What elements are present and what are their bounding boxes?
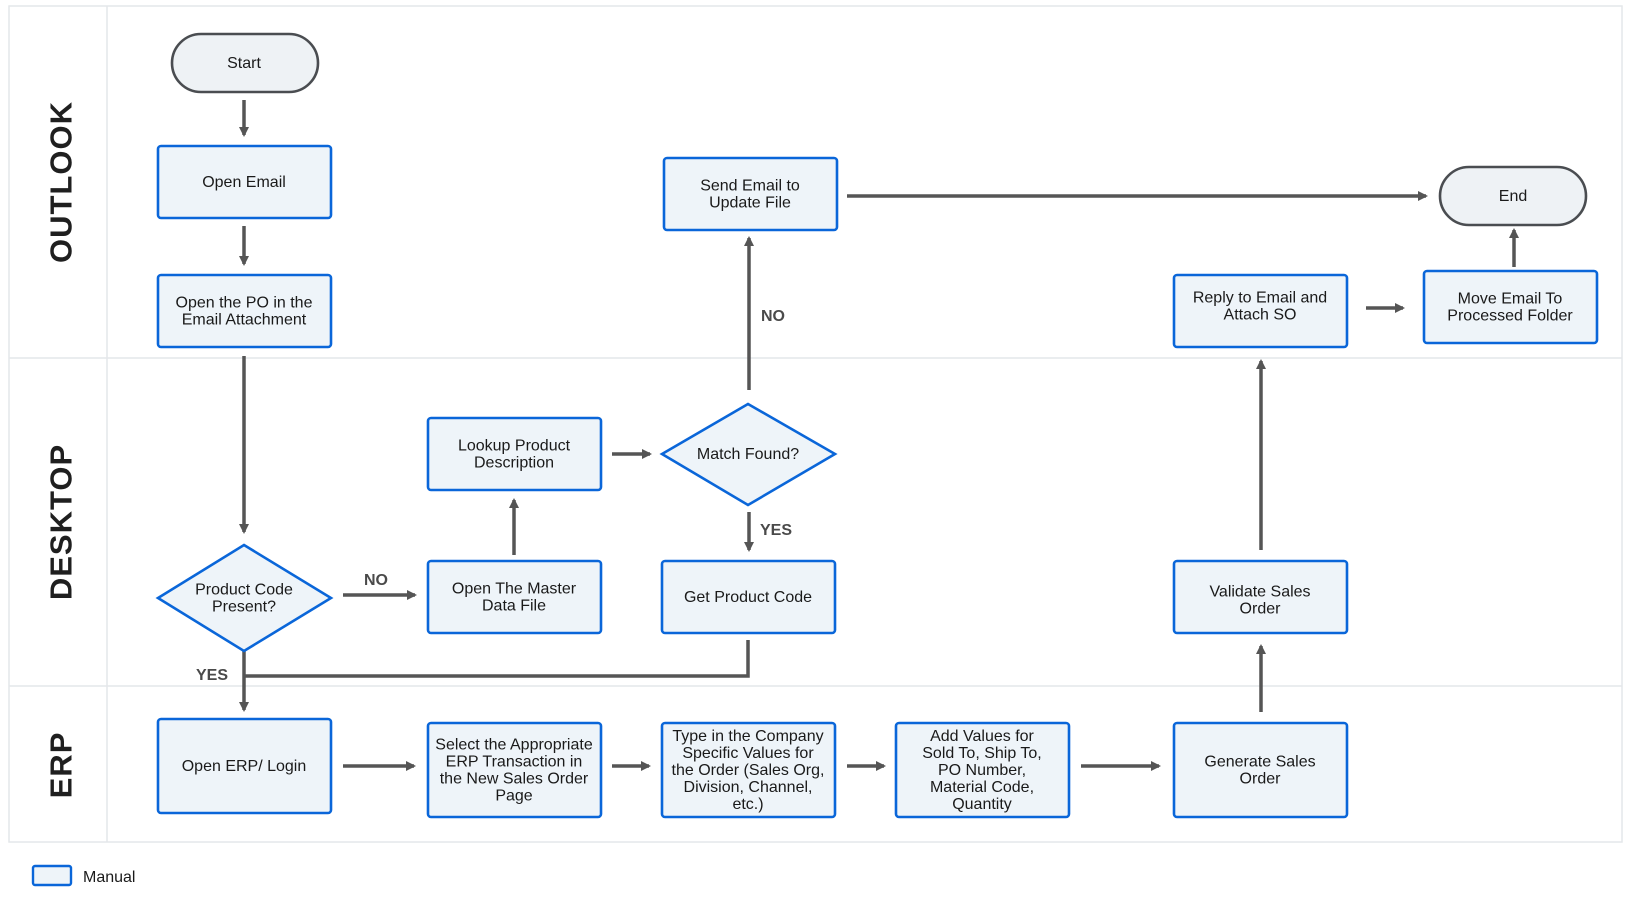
node-label-line: Validate Sales bbox=[1209, 584, 1310, 601]
connectors bbox=[239, 100, 1519, 771]
node-label-line: Open ERP/ Login bbox=[182, 758, 307, 775]
node-label-line: Order bbox=[1240, 601, 1282, 618]
node-label-end: End bbox=[1499, 188, 1527, 205]
node-label-line: Material Code, bbox=[930, 779, 1034, 796]
node-label-line: End bbox=[1499, 188, 1527, 205]
get-code-box: Get Product Code bbox=[660, 559, 837, 635]
open-erp-box: Open ERP/ Login bbox=[156, 717, 333, 815]
start-terminal: Start bbox=[170, 32, 320, 94]
node-label-line: Update File bbox=[709, 195, 791, 212]
node-label-line: Attach SO bbox=[1224, 307, 1297, 324]
node-label-line: Move Email To bbox=[1458, 291, 1563, 308]
node-label-line: Present? bbox=[212, 599, 276, 616]
node-label-line: Product Code bbox=[195, 582, 293, 599]
node-label-line: Match Found? bbox=[697, 446, 799, 463]
swimlane-frame bbox=[8, 5, 1623, 843]
node-label-line: Type in the Company bbox=[672, 728, 823, 745]
lane-title-erp: ERP bbox=[44, 732, 79, 799]
node-label-match-found: Match Found? bbox=[697, 446, 799, 463]
node-label-line: Order bbox=[1240, 771, 1282, 788]
node-label-line: Add Values for bbox=[930, 728, 1034, 745]
node-label-line: Quantity bbox=[952, 796, 1012, 813]
node-label-line: Select the Appropriate bbox=[435, 737, 593, 754]
legend: Manual bbox=[31, 864, 135, 887]
node-label-open-erp: Open ERP/ Login bbox=[182, 758, 307, 775]
node-label-line: Send Email to bbox=[700, 178, 800, 195]
node-label-line: Start bbox=[227, 55, 261, 72]
edge-label-no-product-code: NO bbox=[364, 572, 388, 589]
lane-title-desktop: DESKTOP bbox=[44, 444, 79, 600]
legend-manual-label: Manual bbox=[83, 869, 135, 886]
node-label-line: Division, Channel, bbox=[684, 779, 813, 796]
node-label-line: Open The Master bbox=[452, 581, 577, 598]
node-label-start: Start bbox=[227, 55, 261, 72]
edge-label-no-match: NO bbox=[761, 308, 785, 325]
node-label-line: Generate Sales bbox=[1204, 754, 1315, 771]
node-label-line: etc.) bbox=[732, 796, 763, 813]
node-label-line: Open Email bbox=[202, 174, 286, 191]
node-label-line: the New Sales Order bbox=[440, 771, 589, 788]
edge-label-yes-match: YES bbox=[760, 522, 792, 539]
open-email-box: Open Email bbox=[156, 144, 333, 220]
node-label-line: Reply to Email and bbox=[1193, 290, 1327, 307]
node-label-line: the Order (Sales Org, bbox=[672, 762, 825, 779]
edge-get-code-open-erp bbox=[244, 640, 750, 678]
match-found-decision: Match Found? bbox=[659, 402, 838, 507]
end-terminal: End bbox=[1438, 165, 1588, 227]
node-label-line: Specific Values for bbox=[682, 745, 814, 762]
node-label-line: Processed Folder bbox=[1447, 308, 1573, 325]
node-label-line: Description bbox=[474, 455, 554, 472]
node-label-line: Get Product Code bbox=[684, 589, 812, 606]
node-label-line: Email Attachment bbox=[182, 312, 307, 329]
edge-label-yes-product-code: YES bbox=[196, 667, 228, 684]
lane-title-outlook: OUTLOOK bbox=[44, 101, 79, 263]
node-label-line: Data File bbox=[482, 598, 546, 615]
node-label-line: Page bbox=[495, 788, 532, 805]
node-label-get-code: Get Product Code bbox=[684, 589, 812, 606]
node-label-open-email: Open Email bbox=[202, 174, 286, 191]
legend-manual-swatch bbox=[31, 864, 73, 887]
node-label-line: PO Number, bbox=[938, 762, 1026, 779]
node-label-line: Open the PO in the bbox=[176, 295, 313, 312]
node-label-line: Lookup Product bbox=[458, 438, 571, 455]
node-label-line: Sold To, Ship To, bbox=[922, 745, 1042, 762]
node-label-line: ERP Transaction in bbox=[446, 754, 583, 771]
